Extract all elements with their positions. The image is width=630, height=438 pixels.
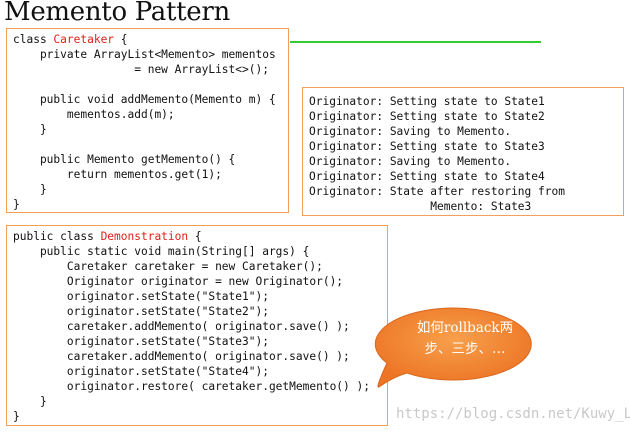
caretaker-class-name: Caretaker	[53, 33, 115, 46]
demo-body: public static void main(String[] args) {…	[13, 245, 370, 423]
title-divider	[290, 41, 541, 43]
caretaker-body: private ArrayList<Memento> mementos = ne…	[13, 48, 276, 211]
console-output-box: Originator: Setting state to State1 Orig…	[302, 87, 624, 216]
caretaker-code: class Caretaker { private ArrayList<Meme…	[13, 32, 288, 212]
callout-line2: 步、三步、…	[424, 341, 506, 357]
demonstration-code: public class Demonstration { public stat…	[13, 229, 387, 424]
callout-line1: 如何rollback两	[416, 320, 514, 336]
demo-line1-post: {	[188, 230, 202, 243]
demo-class-name: Demonstration	[100, 230, 189, 243]
demonstration-code-box: public class Demonstration { public stat…	[6, 225, 388, 426]
caretaker-line1-pre: class	[13, 33, 54, 46]
caretaker-line1-post: {	[114, 33, 128, 46]
callout-text: 如何rollback两 步、三步、…	[395, 318, 535, 360]
callout-bubble	[374, 307, 532, 388]
demo-line1-pre: public class	[13, 230, 101, 243]
page-title: Memento Pattern	[4, 0, 230, 27]
watermark-url: https://blog.csdn.net/Kuwy_Lsr	[396, 406, 630, 422]
console-output: Originator: Setting state to State1 Orig…	[309, 95, 565, 213]
caretaker-code-box: class Caretaker { private ArrayList<Meme…	[6, 28, 289, 213]
